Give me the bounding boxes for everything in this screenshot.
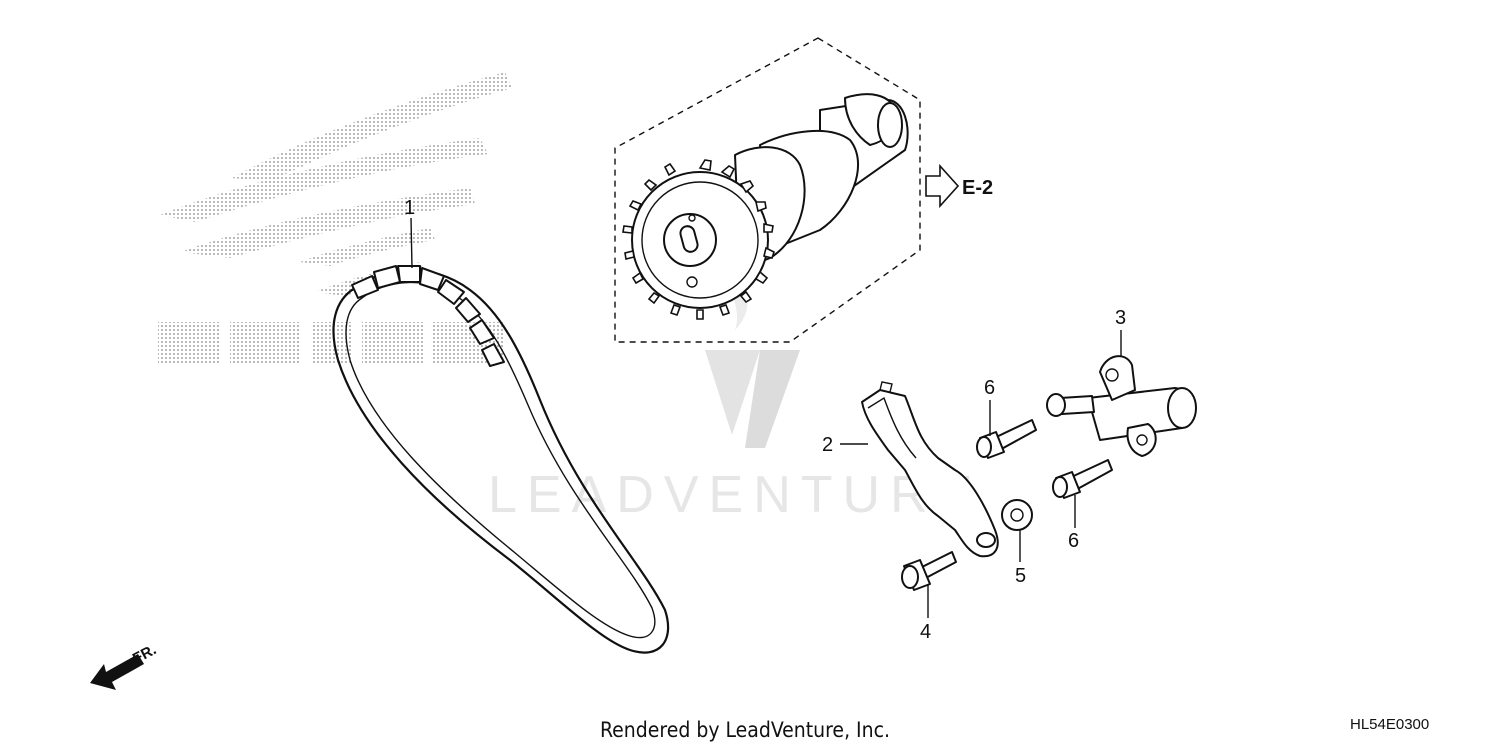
diagram-code: HL54E0300	[1350, 716, 1430, 733]
callout-4: 4	[920, 621, 931, 643]
bolt-6-upper	[976, 419, 1037, 459]
callout-6-lower: 6	[1068, 530, 1079, 552]
camshaft	[622, 93, 909, 320]
reference-label: E-2	[962, 177, 993, 199]
callout-6-upper: 6	[984, 377, 995, 399]
bolt-6-lower	[1052, 459, 1113, 499]
render-credit: Rendered by LeadVenture, Inc.	[600, 718, 890, 742]
cam-chain	[332, 265, 670, 654]
camshaft-assembly-frame	[614, 37, 921, 343]
callout-5: 5	[1015, 565, 1026, 587]
front-direction-arrow: FR.	[90, 641, 159, 690]
chain-links	[351, 265, 505, 367]
callout-2: 2	[822, 434, 833, 456]
cam-sprocket	[622, 159, 775, 320]
tensioner-arm	[861, 381, 999, 558]
honda-wing-logo	[158, 72, 512, 364]
callout-1: 1	[404, 197, 415, 219]
washer-5	[1001, 499, 1033, 531]
tensioner-lifter	[1046, 355, 1197, 457]
bolt-4	[901, 551, 957, 591]
reference-arrow: E-2	[925, 163, 993, 209]
watermark-text: LEADVENTURE	[488, 466, 982, 524]
callouts: 1 2 3 4 5 6 6	[404, 197, 1126, 643]
callout-3: 3	[1115, 307, 1126, 329]
